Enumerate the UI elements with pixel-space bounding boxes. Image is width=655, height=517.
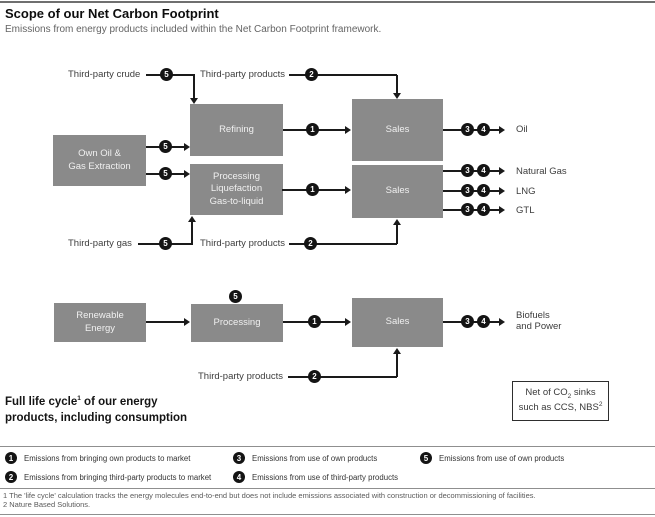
box-processing-liquefaction-gtl: Processing Liquefaction Gas-to-liquid: [190, 164, 283, 215]
badge-3: 3: [461, 315, 474, 328]
note-box-line1: Net of CO2 sinks: [525, 386, 596, 400]
label-third-party-gas: Third-party gas: [68, 238, 132, 249]
badge-4: 4: [477, 203, 490, 216]
legend-top-rule: [0, 446, 655, 447]
note-box-co2-sinks: Net of CO2 sinks such as CCS, NBS2: [512, 381, 609, 421]
legend-badge-4: 4: [233, 471, 245, 483]
bottom-rule: [0, 514, 655, 515]
arrowhead-sales-to-natural-gas: [499, 167, 505, 175]
connector-renewable-to-processing: [146, 321, 185, 323]
legend-text-2: Emissions from bringing third-party prod…: [24, 472, 212, 482]
footnote-2: 2 Nature Based Solutions.: [3, 500, 91, 509]
connector-tpp-bottom-v: [396, 354, 398, 377]
badge-1: 1: [306, 183, 319, 196]
legend-item-5: 5 Emissions from use of own products: [420, 452, 564, 464]
label-third-party-crude: Third-party crude: [68, 69, 141, 80]
box-own-oil-gas-extraction: Own Oil & Gas Extraction: [53, 135, 146, 186]
legend-text-4: Emissions from use of third-party produc…: [252, 472, 399, 482]
arrowhead-sales-to-lng: [499, 187, 505, 195]
label-third-party-products-mid: Third-party products: [200, 238, 286, 249]
badge-2: 2: [305, 68, 318, 81]
co2-subscript: 2: [567, 392, 572, 400]
label-output-natural-gas: Natural Gas: [516, 166, 567, 177]
nbs-superscript: 2: [598, 401, 603, 409]
footnote-1: 1 The 'life cycle' calculation tracks th…: [3, 491, 536, 500]
arrowhead-sales-to-oil: [499, 126, 505, 134]
badge-5: 5: [159, 237, 172, 250]
note-box-line2: such as CCS, NBS2: [518, 401, 603, 414]
legend-badge-3: 3: [233, 452, 245, 464]
badge-3: 3: [461, 164, 474, 177]
footnote1-marker: 1: [77, 395, 81, 403]
badge-4: 4: [477, 123, 490, 136]
label-output-lng: LNG: [516, 186, 536, 197]
full-life-cycle-note: Full life cycle1 of our energy products,…: [5, 394, 187, 426]
legend-badge-1: 1: [5, 452, 17, 464]
legend-text-3: Emissions from use of own products: [252, 453, 378, 463]
label-third-party-products-top: Third-party products: [200, 69, 286, 80]
badge-2: 2: [304, 237, 317, 250]
connector-tpp-top-h: [289, 74, 397, 76]
badge-1: 1: [306, 123, 319, 136]
legend-text-5: Emissions from use of own products: [439, 453, 565, 463]
footnote-rule: [0, 488, 655, 489]
arrowhead-own-to-refining: [184, 143, 190, 151]
badge-3: 3: [461, 123, 474, 136]
connector-tpp-top-v: [396, 75, 398, 93]
arrowhead-sales-to-gtl: [499, 206, 505, 214]
label-output-gtl: GTL: [516, 205, 535, 216]
page-subtitle: Emissions from energy products included …: [5, 24, 382, 35]
box-sales-gas: Sales: [352, 165, 443, 218]
label-output-oil: Oil: [516, 124, 528, 135]
label-output-biofuels-power: Biofuels and Power: [516, 310, 562, 332]
badge-5: 5: [229, 290, 242, 303]
connector-tpp-mid-h: [289, 243, 397, 245]
page-title: Scope of our Net Carbon Footprint: [5, 6, 219, 21]
full-life-cycle-line2: products, including consumption: [5, 412, 188, 425]
legend-item-1: 1 Emissions from bringing own products t…: [5, 452, 190, 464]
box-refining: Refining: [190, 104, 283, 156]
arrowhead-sales-to-biofuels: [499, 318, 505, 326]
badge-5: 5: [159, 140, 172, 153]
box-processing-renewables: Processing: [191, 304, 283, 342]
legend-badge-2: 2: [5, 471, 17, 483]
badge-5: 5: [159, 167, 172, 180]
legend-item-3: 3 Emissions from use of own products: [233, 452, 377, 464]
badge-3: 3: [461, 184, 474, 197]
badge-2: 2: [308, 370, 321, 383]
connector-tpp-mid-v: [396, 225, 398, 244]
badge-1: 1: [308, 315, 321, 328]
arrowhead-renewable-to-processing: [184, 318, 190, 326]
arrowhead-refining-to-sales: [345, 126, 351, 134]
arrowhead-processing-to-sales: [345, 186, 351, 194]
box-renewable-energy: Renewable Energy: [54, 303, 146, 342]
top-border-rule: [0, 1, 655, 3]
arrowhead-tpp-into-sales2: [393, 219, 401, 225]
label-third-party-products-bottom: Third-party products: [198, 371, 284, 382]
arrowhead-own-to-processing: [184, 170, 190, 178]
connector-gas-v: [191, 222, 193, 245]
badge-3: 3: [461, 203, 474, 216]
arrowhead-tpp-into-sales1: [393, 93, 401, 99]
legend-text-1: Emissions from bringing own products to …: [24, 453, 191, 463]
legend-badge-5: 5: [420, 452, 432, 464]
arrowhead-crude-into-refining: [190, 98, 198, 104]
connector-tpp-bottom-h: [288, 376, 397, 378]
badge-4: 4: [477, 164, 490, 177]
full-life-cycle-line1: Full life cycle1 of our energy: [5, 395, 158, 408]
badge-4: 4: [477, 184, 490, 197]
legend-item-2: 2 Emissions from bringing third-party pr…: [5, 471, 211, 483]
box-sales-oil: Sales: [352, 99, 443, 161]
arrowhead-processing-to-sales3: [345, 318, 351, 326]
legend-item-4: 4 Emissions from use of third-party prod…: [233, 471, 398, 483]
badge-4: 4: [477, 315, 490, 328]
connector-crude-v: [193, 75, 195, 98]
arrowhead-tpp-into-sales3: [393, 348, 401, 354]
arrowhead-gas-into-processing: [188, 216, 196, 222]
box-sales-renewables: Sales: [352, 298, 443, 347]
badge-5: 5: [160, 68, 173, 81]
